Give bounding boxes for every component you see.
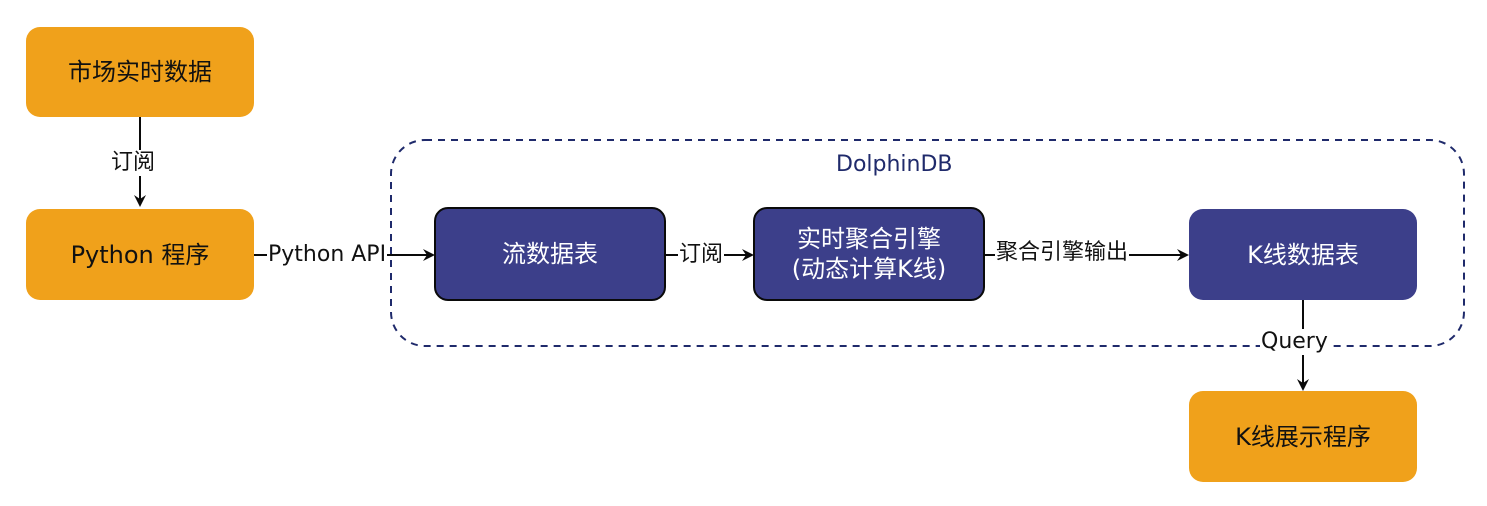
kline-display-label: K线展示程序: [1235, 422, 1371, 451]
aggregation-engine-node: 实时聚合引擎 (动态计算K线): [753, 207, 985, 301]
stream-table-label: 流数据表: [502, 240, 598, 268]
edge-label-python-api: Python API: [267, 242, 388, 268]
python-program-label: Python 程序: [70, 240, 210, 269]
market-data-node: 市场实时数据: [26, 27, 254, 117]
edge-label-subscribe-1: 订阅: [110, 150, 157, 176]
python-program-node: Python 程序: [26, 209, 254, 300]
kline-display-node: K线展示程序: [1189, 391, 1417, 482]
edge-label-subscribe-2: 订阅: [678, 242, 725, 268]
kline-table-label: K线数据表: [1247, 240, 1359, 269]
stream-table-node: 流数据表: [434, 207, 666, 301]
edge-label-query: Query: [1260, 329, 1329, 355]
edge-label-engine-output: 聚合引擎输出: [995, 240, 1130, 266]
market-data-label: 市场实时数据: [68, 58, 212, 86]
dolphindb-group-label: DolphinDB: [836, 152, 953, 177]
aggregation-engine-label-line1: 实时聚合引擎: [797, 225, 941, 253]
aggregation-engine-label-line2: (动态计算K线): [791, 255, 947, 283]
kline-table-node: K线数据表: [1189, 209, 1417, 300]
